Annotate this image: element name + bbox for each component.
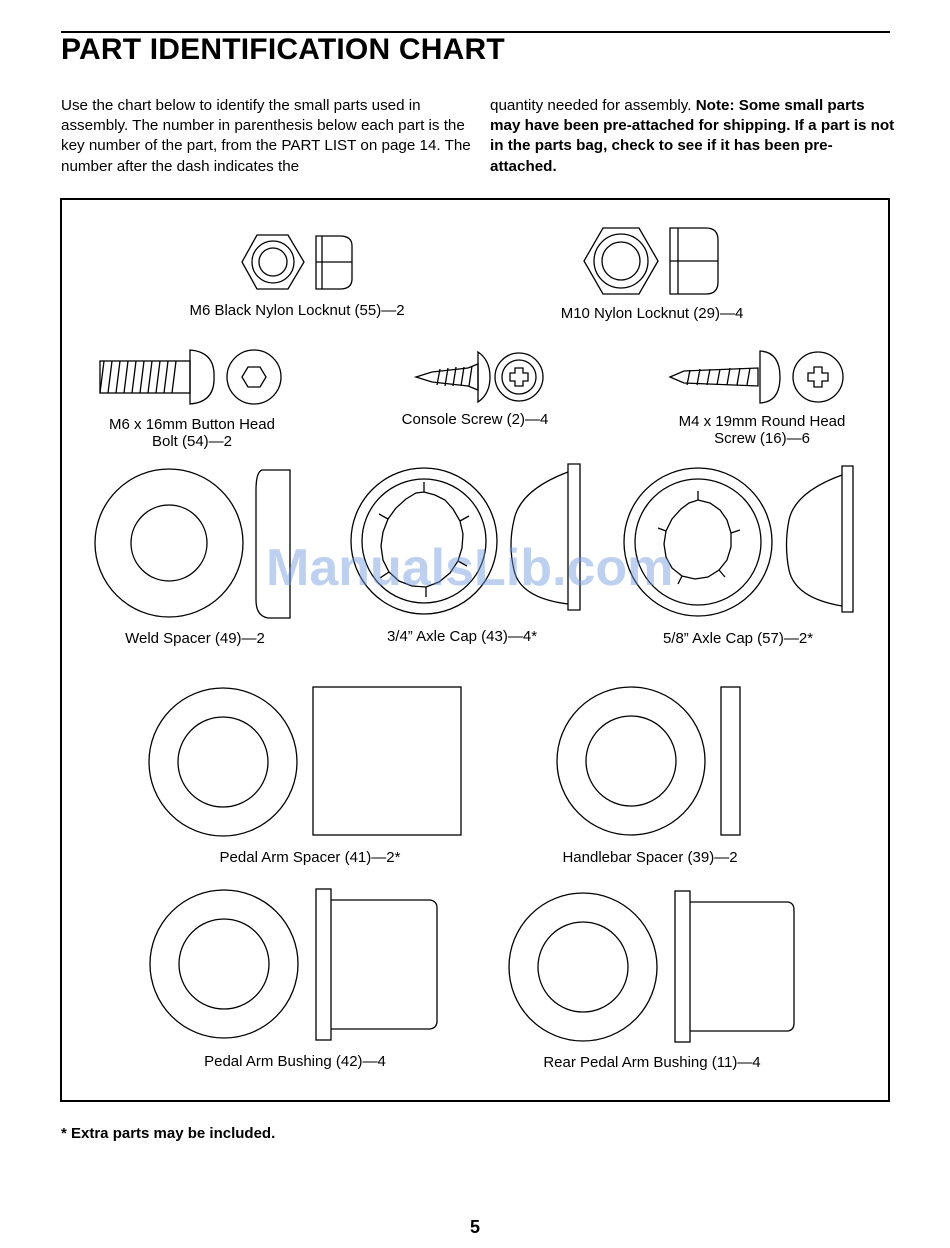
label-axle-cap-58: 5/8” Axle Cap (57)—2* [662, 630, 814, 647]
label-handlebar-spacer: Handlebar Spacer (39)—2 [562, 849, 738, 866]
round-head-screw-drawing [668, 350, 844, 404]
label-axle-cap-34: 3/4” Axle Cap (43)—4* [386, 628, 538, 645]
watermark: ManualsLib.com [266, 539, 674, 597]
intro-column-1: Use the chart below to identify the smal… [61, 97, 471, 175]
pre-attached-note: Note: Some small parts may have been pre… [490, 97, 895, 175]
label-round-head-screw: M4 x 19mm Round Head Screw (16)—6 [652, 413, 872, 447]
pedal-arm-bushing-drawing [149, 888, 438, 1041]
label-button-bolt-line2: Bolt (54)—2 [151, 433, 233, 450]
parts-chart-frame [60, 198, 890, 1102]
label-pedal-arm-spacer: Pedal Arm Spacer (41)—2* [219, 849, 401, 866]
label-pedal-arm-bushing: Pedal Arm Bushing (42)—4 [204, 1053, 386, 1070]
page-number: 5 [469, 1217, 480, 1237]
label-m10-locknut: M10 Nylon Locknut (29)—4 [560, 305, 744, 322]
label-rear-pedal-arm-bushing: Rear Pedal Arm Bushing (11)—4 [543, 1054, 761, 1071]
label-m6-locknut: M6 Black Nylon Locknut (55)—2 [189, 302, 405, 319]
axle-cap-58-drawing [623, 465, 854, 617]
m10-locknut-drawing [583, 227, 719, 295]
title-rule [61, 31, 890, 33]
label-button-bolt: M6 x 16mm Button Head Bolt (54)—2 [82, 416, 302, 450]
axle-cap-34-drawing [350, 463, 581, 615]
intro-column-2: quantity needed for assembly. Note: Some… [490, 96, 895, 177]
console-screw-drawing [413, 350, 544, 404]
label-round-head-screw-line1: M4 x 19mm Round Head [678, 413, 846, 430]
handlebar-spacer-drawing [556, 686, 741, 836]
label-button-bolt-line1: M6 x 16mm Button Head [109, 416, 275, 433]
rear-pedal-arm-bushing-drawing [508, 890, 795, 1043]
weld-spacer-drawing [94, 468, 291, 619]
label-console-screw: Console Screw (2)—4 [401, 411, 549, 428]
intro-text: quantity needed for assembly. [490, 97, 696, 114]
label-weld-spacer: Weld Spacer (49)—2 [125, 630, 265, 647]
button-bolt-drawing [99, 349, 282, 405]
label-round-head-screw-line2: Screw (16)—6 [714, 430, 810, 447]
footnote: * Extra parts may be included. [61, 1125, 276, 1142]
pedal-arm-spacer-drawing [148, 686, 462, 837]
page-title: PART IDENTIFICATION CHART [61, 33, 505, 66]
m6-locknut-drawing [241, 234, 353, 290]
